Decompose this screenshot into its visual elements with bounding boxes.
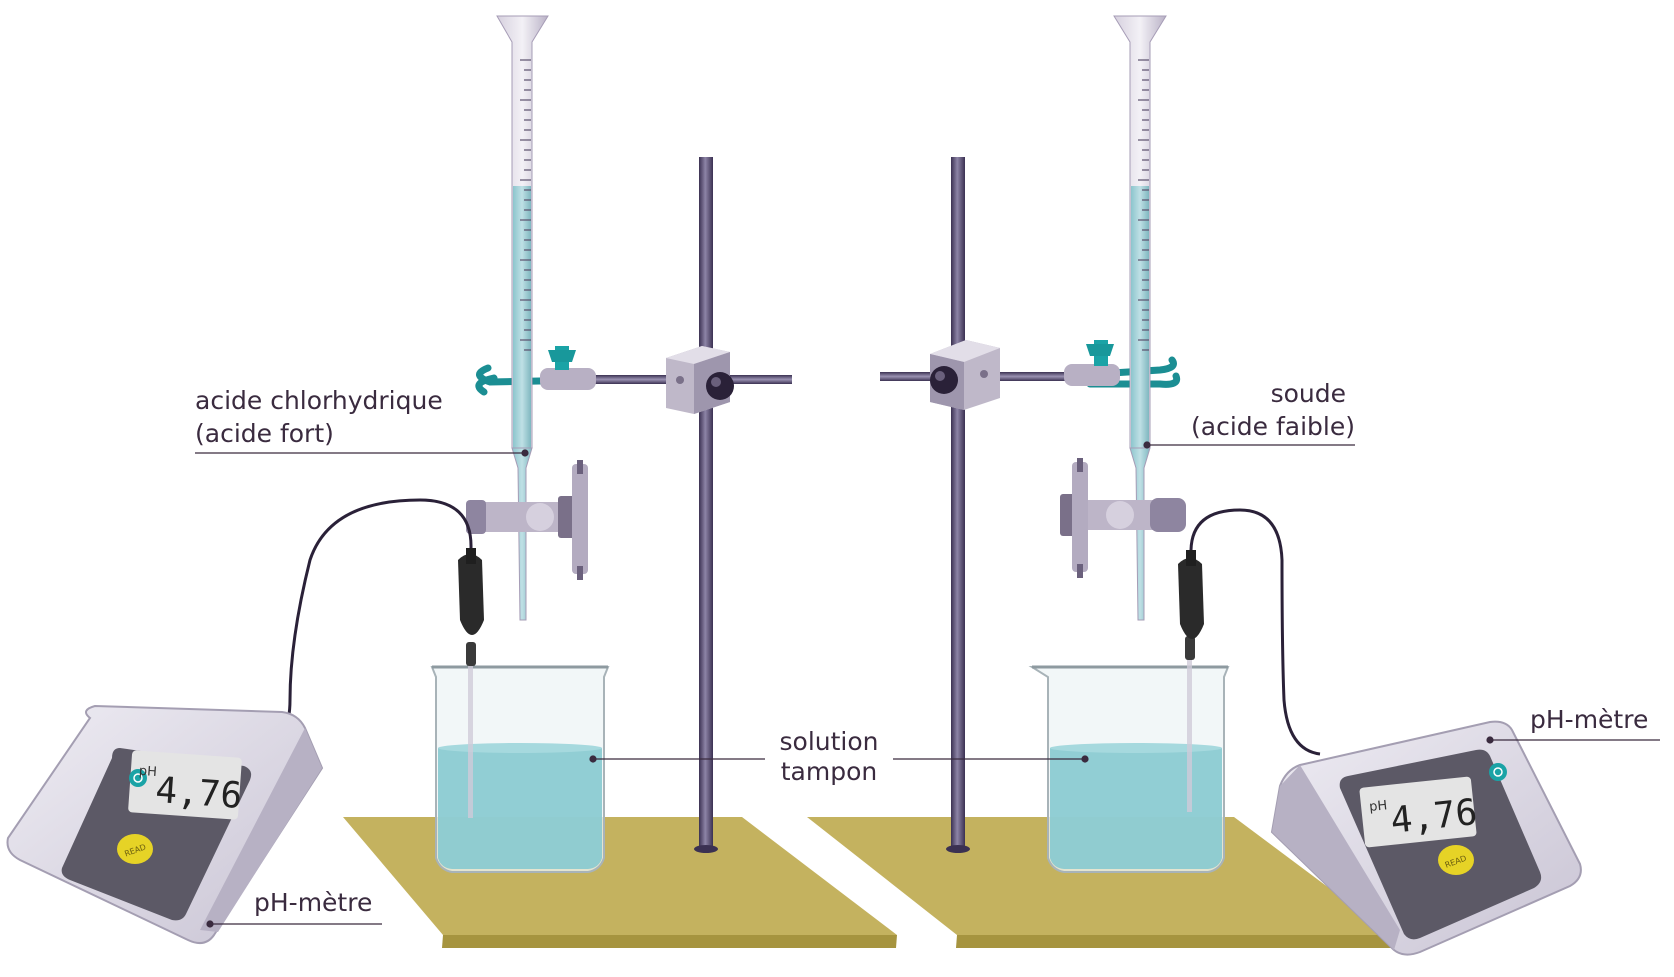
left-power-button[interactable] [129,769,147,787]
right-cable [1189,508,1321,756]
left-electrode [458,548,484,818]
left-read-button[interactable] [117,834,153,864]
label-solution-line1: solution [779,727,879,756]
left-base-edge [442,935,897,948]
right-beaker [1028,665,1230,873]
label-phmetre-right: pH-mètre [1530,705,1649,734]
label-soude-line2: (acide faible) [1191,412,1355,441]
left-lcd: pH 4,76 [138,764,243,817]
left-lcd-unit: pH [138,764,157,780]
left-beaker [430,665,610,873]
left-burette [466,15,588,621]
right-boss-head [930,340,1000,410]
right-ph-meter [1270,720,1582,956]
left-stand-rod [699,157,713,849]
label-soude-line1: soude [1270,379,1346,408]
right-electrode [1178,550,1204,812]
left-rod-foot [694,845,718,853]
right-stand-rod [951,157,965,849]
right-read-button[interactable] [1438,845,1474,875]
right-setup [807,15,1660,956]
right-burette [1060,15,1186,621]
right-lcd-unit: pH [1368,798,1388,815]
label-solution-line2: tampon [780,757,878,786]
left-lcd-reading: 4,76 [154,770,243,817]
right-lcd-reading: 4,76 [1389,792,1480,842]
label-hcl-line2: (acide fort) [195,419,334,448]
left-cable [264,498,473,747]
left-burette-clamp [475,346,596,396]
left-leader-lines [195,449,529,928]
right-rod-foot [946,845,970,853]
label-phmetre-left: pH-mètre [254,888,373,917]
label-hcl-line1: acide chlorhydrique [195,386,443,415]
right-leader-lines [1143,441,1660,744]
left-ph-meter [6,704,324,945]
right-lcd: pH 4,76 [1368,792,1480,842]
solution-leader-lines [589,755,1089,763]
right-power-button[interactable] [1489,763,1507,781]
left-setup [6,15,897,948]
left-base-plate [343,817,897,935]
right-base-edge [956,935,1392,948]
left-boss-head [666,346,734,414]
right-burette-clamp [1064,340,1181,388]
